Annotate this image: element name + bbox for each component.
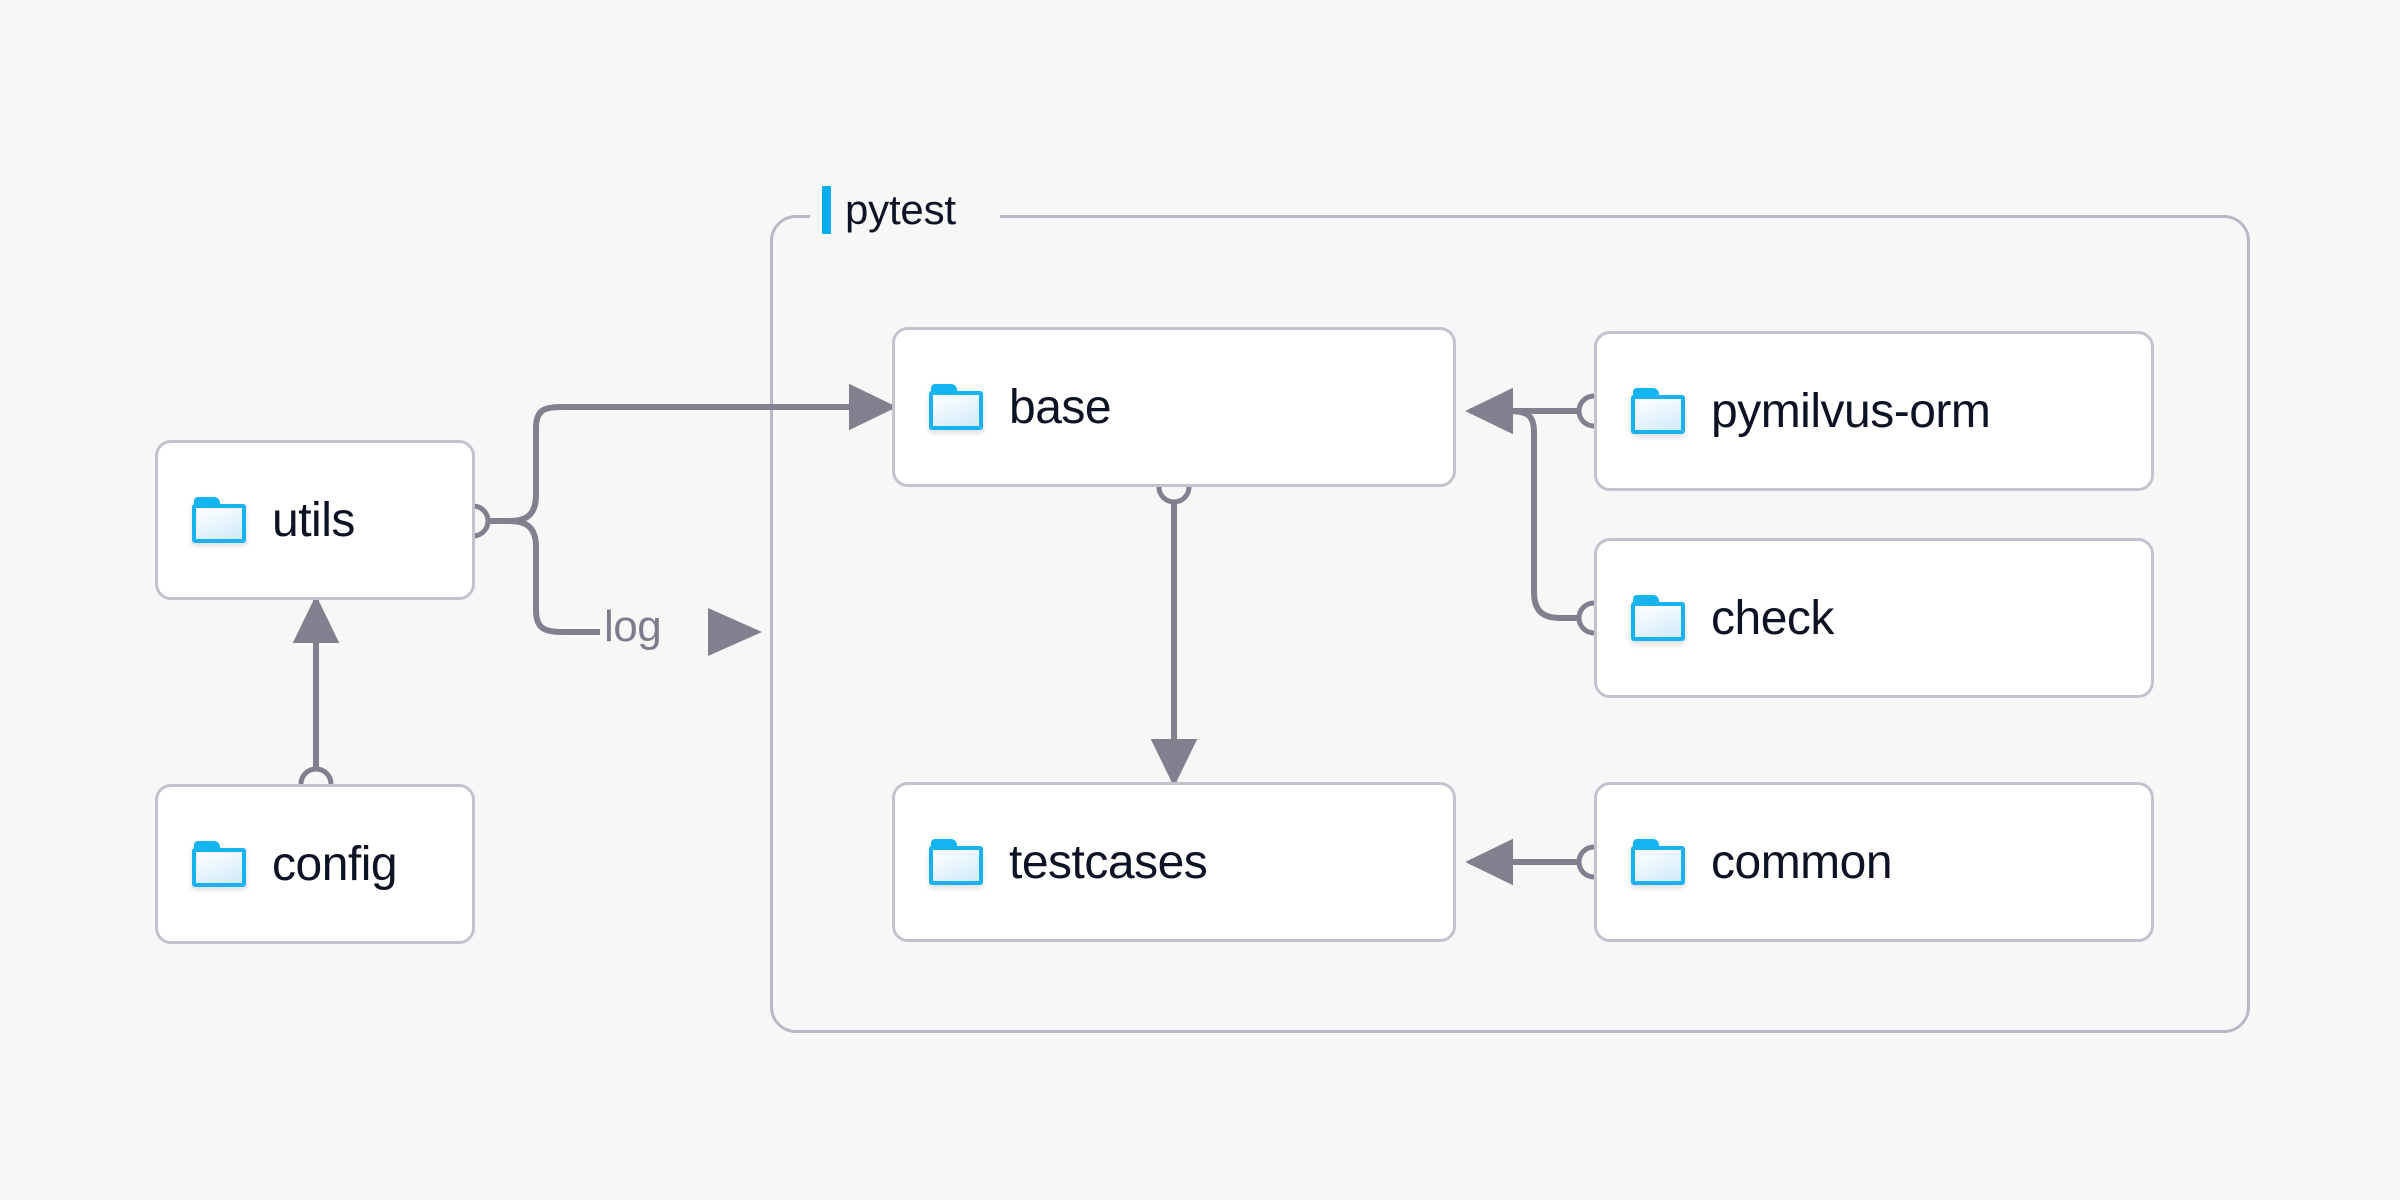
folder-icon xyxy=(1631,839,1685,885)
node-testcases[interactable]: testcases xyxy=(892,782,1456,942)
folder-icon xyxy=(929,384,983,430)
folder-icon xyxy=(1631,595,1685,641)
group-pytest xyxy=(770,215,2250,1033)
folder-icon xyxy=(192,841,246,887)
node-label: pymilvus-orm xyxy=(1711,384,1991,438)
node-base[interactable]: base xyxy=(892,327,1456,487)
node-common[interactable]: common xyxy=(1594,782,2154,942)
group-label-text: pytest xyxy=(845,186,956,233)
node-label: base xyxy=(1009,380,1112,434)
group-label-pytest: pytest xyxy=(812,186,966,234)
accent-bar-icon xyxy=(822,186,831,234)
node-check[interactable]: check xyxy=(1594,538,2154,698)
node-label: config xyxy=(272,837,398,891)
node-label: utils xyxy=(272,493,355,547)
folder-icon xyxy=(192,497,246,543)
node-label: common xyxy=(1711,835,1893,889)
node-utils[interactable]: utils xyxy=(155,440,475,600)
folder-icon xyxy=(1631,388,1685,434)
node-config[interactable]: config xyxy=(155,784,475,944)
node-label: check xyxy=(1711,591,1834,645)
edge-label-log: log xyxy=(604,602,662,651)
node-pymilvus-orm[interactable]: pymilvus-orm xyxy=(1594,331,2154,491)
node-label: testcases xyxy=(1009,835,1208,889)
folder-icon xyxy=(929,839,983,885)
edge-utils-to-log xyxy=(509,518,600,635)
